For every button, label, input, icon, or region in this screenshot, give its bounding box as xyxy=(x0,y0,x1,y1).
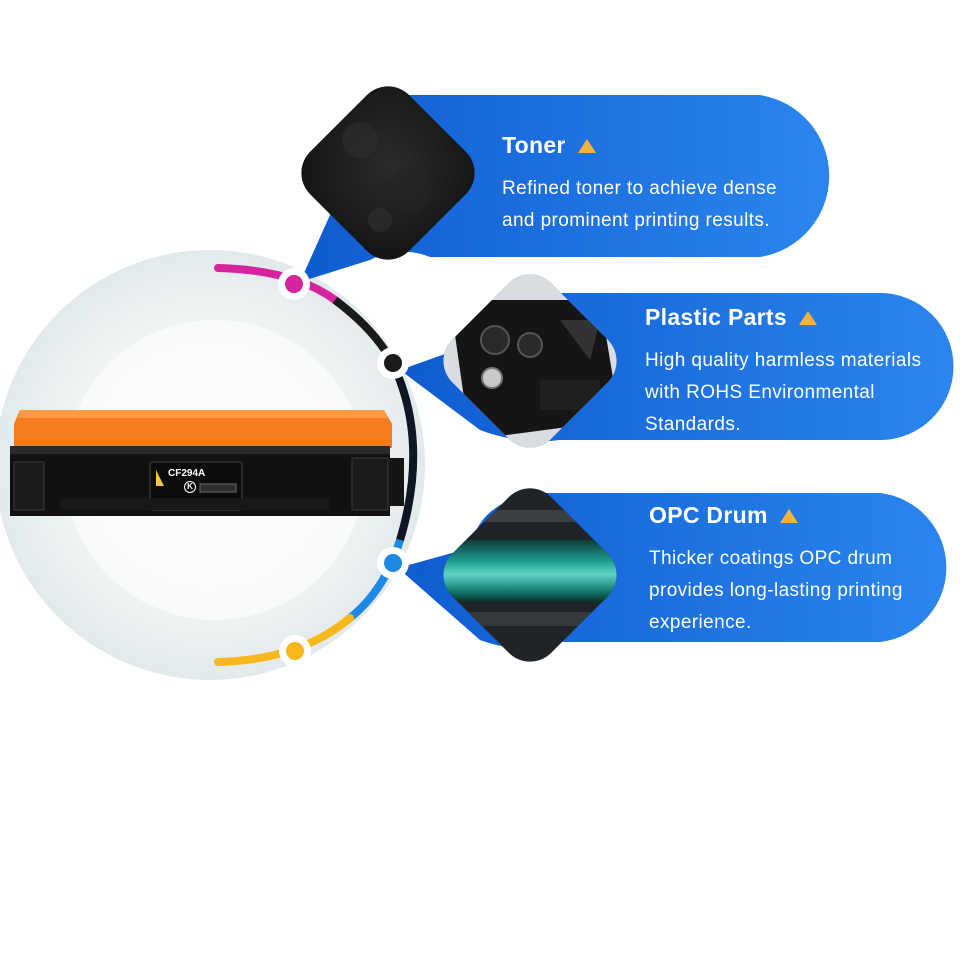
feature-title: Toner xyxy=(502,132,777,159)
feature-desc-line: and prominent printing results. xyxy=(502,210,770,231)
feature-desc-line: with ROHS Environmental xyxy=(645,382,875,403)
feature-desc-line: Standards. xyxy=(645,414,741,435)
yellow-dot xyxy=(286,642,304,660)
feature-description: High quality harmless materials with ROH… xyxy=(645,345,921,441)
toner-cartridge xyxy=(10,410,404,516)
feature-description: Refined toner to achieve dense and promi… xyxy=(502,173,777,237)
cartridge-model-label: CF294A xyxy=(168,468,206,479)
feature-title: OPC Drum xyxy=(649,502,903,529)
feature-plastic-parts: Plastic Parts High quality harmless mate… xyxy=(645,304,921,441)
dark-arc xyxy=(388,360,418,542)
feature-title: Plastic Parts xyxy=(645,304,921,331)
feature-description: Thicker coatings OPC drum provides long-… xyxy=(649,543,903,639)
plastic-dot xyxy=(384,354,402,372)
feature-toner: Toner Refined toner to achieve dense and… xyxy=(502,132,777,237)
feature-title-text: Toner xyxy=(502,132,566,158)
feature-title-text: Plastic Parts xyxy=(645,304,787,330)
toner-dot xyxy=(285,275,303,293)
feature-desc-line: Thicker coatings OPC drum xyxy=(649,548,893,569)
cartridge-color-code: K xyxy=(184,481,196,493)
feature-opc-drum: OPC Drum Thicker coatings OPC drum provi… xyxy=(649,502,903,639)
drum-dot xyxy=(384,554,402,572)
feature-title-text: OPC Drum xyxy=(649,502,768,528)
triangle-icon xyxy=(577,138,596,153)
feature-desc-line: provides long-lasting printing xyxy=(649,580,903,601)
feature-desc-line: High quality harmless materials xyxy=(645,350,922,371)
triangle-icon xyxy=(798,310,817,325)
feature-desc-line: Refined toner to achieve dense xyxy=(502,178,778,199)
triangle-icon xyxy=(779,508,798,523)
feature-desc-line: experience. xyxy=(649,612,752,633)
